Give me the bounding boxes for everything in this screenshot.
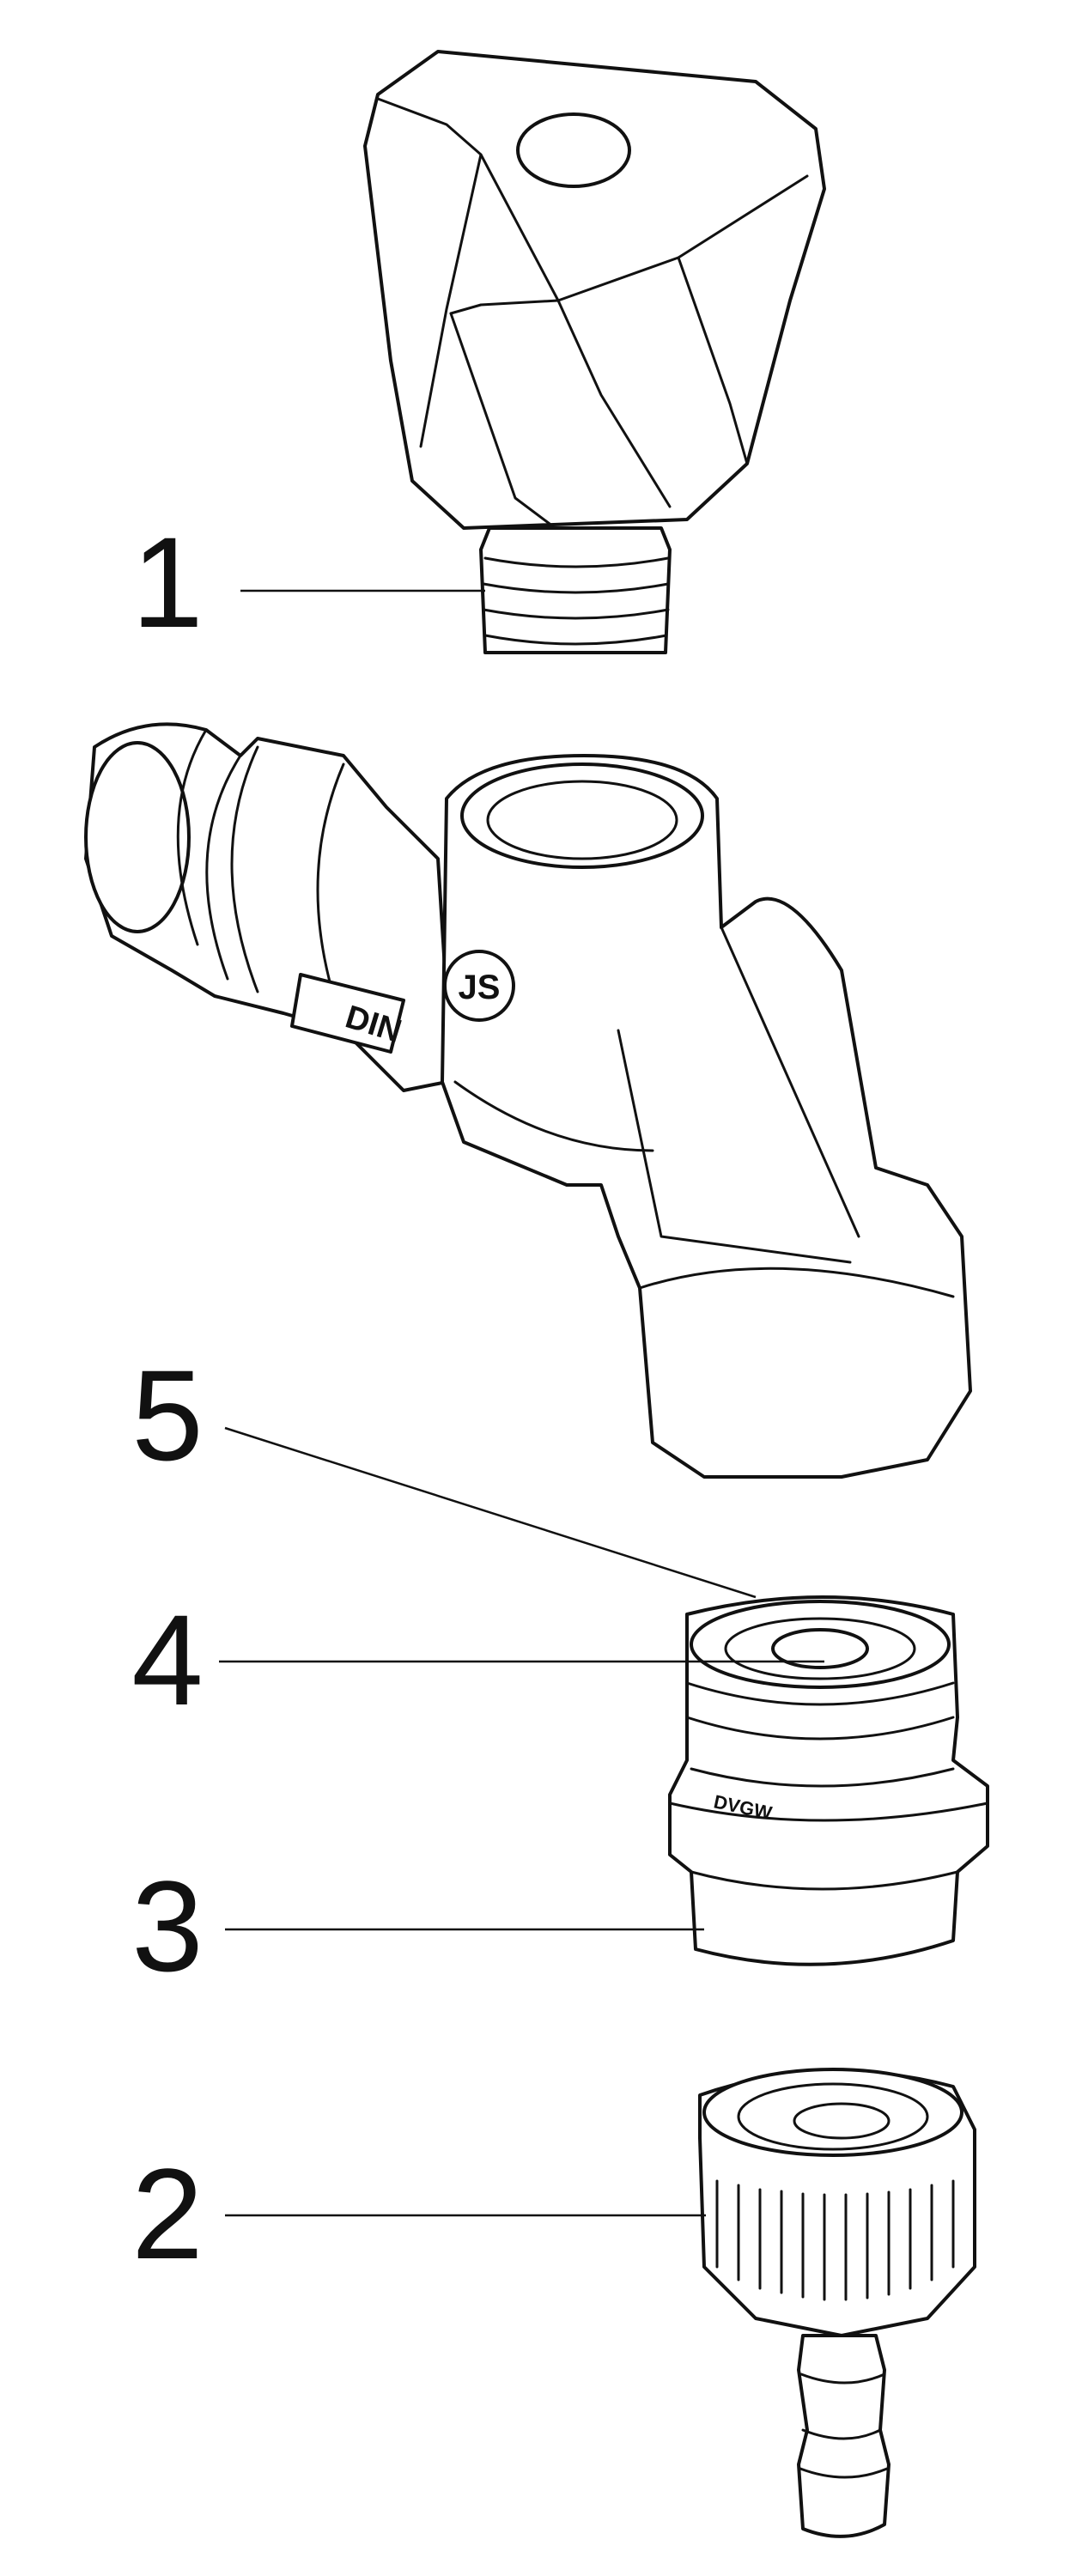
part-1-handle (363, 50, 826, 654)
callout-number-5: 5 (131, 1343, 203, 1487)
callout-number-4: 4 (131, 1588, 203, 1732)
js-logo-text: JS (459, 969, 501, 1006)
js-logo: JS (443, 950, 515, 1022)
din-plate: DIN (290, 973, 405, 1054)
tap-body: DIN JS (84, 722, 972, 1479)
leader-line-5 (224, 1426, 757, 1599)
part-4-3-cartridge: DVGW (668, 1595, 989, 1966)
callout-number-3: 3 (131, 1854, 203, 1998)
callout-number-2: 2 (131, 2142, 203, 2286)
callout-number-1: 1 (131, 510, 203, 654)
part-2-hose-connector (698, 2068, 976, 2538)
